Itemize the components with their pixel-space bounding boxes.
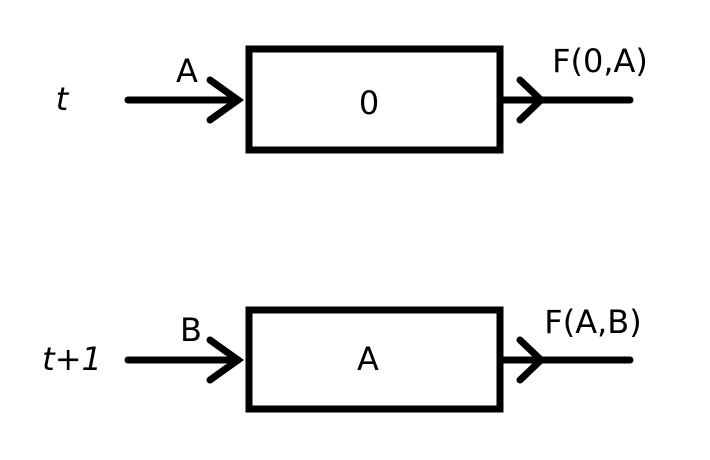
step-t: t A 0 F(0,A) [56, 42, 648, 154]
time-label: t [56, 80, 70, 118]
output-arrow-head [516, 336, 547, 384]
input-label: B [180, 311, 202, 349]
output-label: F(0,A) [552, 42, 648, 80]
output-label: F(A,B) [544, 303, 641, 341]
input-arrow-head [206, 76, 245, 124]
step-t-plus-1: t+1 B A F(A,B) [42, 303, 642, 413]
input-arrow-head [206, 336, 245, 384]
output-arrow-head [516, 76, 547, 124]
state-label: 0 [359, 84, 379, 122]
time-label: t+1 [42, 340, 102, 378]
input-label: A [176, 52, 198, 90]
state-label: A [357, 340, 379, 378]
